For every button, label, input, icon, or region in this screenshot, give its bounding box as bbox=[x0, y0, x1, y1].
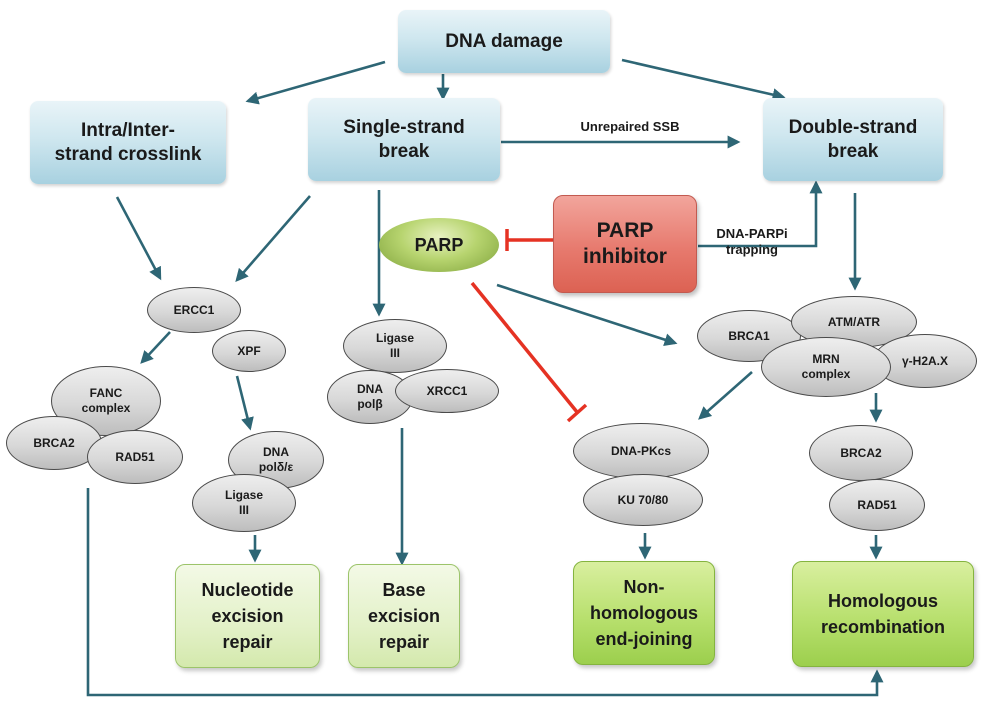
gamma-h2ax-label: γ-H2A.X bbox=[901, 353, 948, 368]
arrow-fanc-to-hr bbox=[86, 488, 884, 697]
rad51-left-protein[interactable]: RAD51 bbox=[87, 430, 183, 484]
atm-atr-label: ATM/ATR bbox=[827, 314, 881, 329]
nhej-label: Non- homologous end-joining bbox=[590, 576, 698, 650]
unrepaired-ssb-label: Unrepaired SSB bbox=[580, 119, 680, 134]
dna-pol-beta-label: DNA polβ bbox=[357, 382, 383, 411]
brca2-left-protein[interactable]: BRCA2 bbox=[6, 416, 102, 470]
dna-pol-delta-epsilon-label: DNA polδ/ε bbox=[258, 445, 294, 474]
arrow-crosslink-to-ercc1 bbox=[115, 196, 162, 281]
arrow-parp-to-brca1 bbox=[496, 283, 678, 346]
inhibit-nhej-bar bbox=[566, 403, 588, 423]
rad51-right-protein[interactable]: RAD51 bbox=[829, 479, 925, 531]
crosslink-box[interactable]: Intra/Inter- strand crosslink bbox=[30, 101, 226, 184]
parp-inhibitor-box[interactable]: PARP inhibitor bbox=[553, 195, 697, 293]
homologous-recombination-box[interactable]: Homologous recombination bbox=[792, 561, 974, 667]
mrn-complex-label: MRN complex bbox=[801, 352, 851, 381]
single-strand-break-label: Single-strand break bbox=[343, 116, 465, 162]
fanc-complex-label: FANC complex bbox=[81, 386, 131, 415]
double-strand-break-label: Double-strand break bbox=[788, 116, 918, 162]
arrow-xpf-to-pol bbox=[235, 375, 254, 431]
dna-pkcs-label: DNA-PKcs bbox=[610, 443, 671, 458]
homologous-recombination-label: Homologous recombination bbox=[820, 590, 945, 637]
xrcc1-protein[interactable]: XRCC1 bbox=[395, 369, 499, 413]
arrow-damage-to-crosslink bbox=[245, 60, 386, 105]
xrcc1-label: XRCC1 bbox=[426, 383, 468, 398]
base-excision-repair-label: Base excision repair bbox=[367, 579, 441, 653]
nhej-box[interactable]: Non- homologous end-joining bbox=[573, 561, 715, 665]
brca2-right-label: BRCA2 bbox=[840, 445, 882, 460]
nucleotide-excision-repair-box[interactable]: Nucleotide excision repair bbox=[175, 564, 320, 668]
single-strand-break-box[interactable]: Single-strand break bbox=[308, 98, 500, 181]
inhibit-parp-to-nhej bbox=[470, 281, 579, 414]
mrn-complex-protein[interactable]: MRN complex bbox=[761, 337, 891, 397]
ku-70-80-protein[interactable]: KU 70/80 bbox=[583, 474, 703, 526]
ligase-iii-ber-protein[interactable]: Ligase III bbox=[343, 319, 447, 373]
ligase-iii-ner-protein[interactable]: Ligase III bbox=[192, 474, 296, 532]
arrow-mrn-to-dnapkcs bbox=[698, 371, 753, 420]
base-excision-repair-box[interactable]: Base excision repair bbox=[348, 564, 460, 668]
double-strand-break-box[interactable]: Double-strand break bbox=[763, 98, 943, 181]
xpf-protein[interactable]: XPF bbox=[212, 330, 286, 372]
dna-damage-label: DNA damage bbox=[445, 30, 563, 52]
dna-pkcs-protein[interactable]: DNA-PKcs bbox=[573, 423, 709, 479]
brca2-left-label: BRCA2 bbox=[33, 435, 75, 450]
brca1-label: BRCA1 bbox=[728, 328, 770, 343]
rad51-right-label: RAD51 bbox=[857, 497, 897, 512]
arrow-damage-to-dsb bbox=[621, 58, 786, 102]
brca2-right-protein[interactable]: BRCA2 bbox=[809, 425, 913, 481]
fanc-complex-protein[interactable]: FANC complex bbox=[51, 366, 161, 436]
ligase-iii-ner-label: Ligase III bbox=[224, 488, 263, 517]
rad51-left-label: RAD51 bbox=[115, 449, 155, 464]
dna-damage-box[interactable]: DNA damage bbox=[398, 10, 610, 73]
trapping-label: DNA-PARPi trapping bbox=[716, 226, 788, 258]
arrow-trapping-to-dsb bbox=[698, 180, 823, 248]
ligase-iii-ber-label: Ligase III bbox=[375, 331, 414, 360]
parp-inhibitor-label: PARP inhibitor bbox=[583, 218, 667, 268]
xpf-label: XPF bbox=[237, 343, 261, 358]
arrow-ercc1-to-fanc bbox=[140, 331, 171, 364]
inhibition-connectors bbox=[470, 229, 588, 423]
nucleotide-excision-repair-label: Nucleotide excision repair bbox=[201, 579, 294, 653]
ercc1-label: ERCC1 bbox=[173, 302, 215, 317]
parp-label: PARP bbox=[414, 234, 464, 255]
ercc1-protein[interactable]: ERCC1 bbox=[147, 287, 241, 333]
arrow-ssb-to-ercc1 bbox=[235, 195, 311, 282]
crosslink-label: Intra/Inter- strand crosslink bbox=[54, 119, 202, 165]
ku-70-80-label: KU 70/80 bbox=[617, 492, 669, 507]
parp-oval[interactable]: PARP bbox=[379, 218, 499, 272]
